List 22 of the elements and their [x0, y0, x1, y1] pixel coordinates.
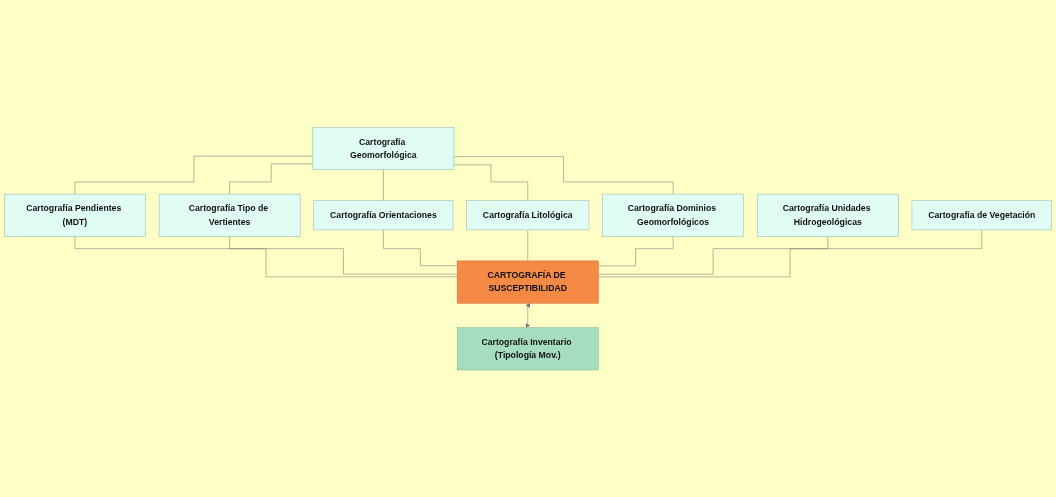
connector	[598, 229, 983, 277]
connector	[598, 236, 829, 275]
node-box: Cartografía Tipo de Vertientes	[158, 193, 301, 237]
node-box: Cartografía de Vegetación	[911, 200, 1052, 231]
connector	[527, 229, 529, 261]
connector	[74, 155, 314, 195]
node-box: CARTOGRAFÍA DE SUSCEPTIBILIDAD	[456, 260, 599, 304]
node-box: Cartografía Pendientes (MDT)	[4, 193, 146, 237]
connector	[229, 163, 314, 195]
connector	[453, 156, 674, 195]
node-box: Cartografía Inventario (Tipología Mov.)	[456, 327, 599, 371]
node-box: Cartografía Unidades Hidrogeológicas	[756, 193, 899, 237]
connector	[383, 169, 384, 201]
node-box: Cartografía Geomorfológica	[312, 126, 455, 170]
connector	[598, 236, 674, 266]
node-box: Cartografía Litológica	[466, 200, 590, 231]
connector	[229, 236, 458, 275]
node-box: Cartografía Dominios Geomorfológicos	[602, 193, 744, 237]
connector	[74, 236, 458, 277]
node-box: Cartografía Orientaciones	[313, 200, 454, 231]
connector	[453, 164, 529, 201]
connector	[383, 229, 458, 266]
